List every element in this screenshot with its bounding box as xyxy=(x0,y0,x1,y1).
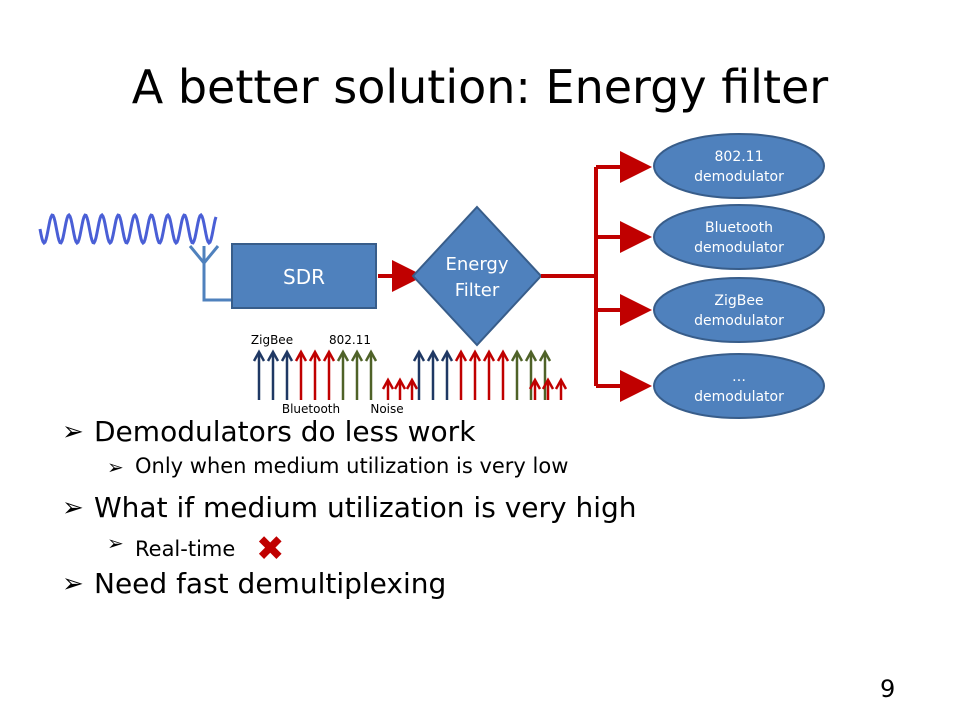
spectrum-arrow xyxy=(468,349,482,400)
demod-label: demodulator xyxy=(694,313,784,329)
spectrum-arrow xyxy=(393,377,407,400)
spectrum-arrow xyxy=(280,349,294,400)
sdr-label: SDR xyxy=(283,265,325,289)
bullet-text: Only when medium utilization is very low xyxy=(135,454,569,478)
signal-wave xyxy=(38,212,218,246)
bullet-arrow-icon: ➢ xyxy=(62,493,84,523)
bullet-item: ➢ Demodulators do less work xyxy=(62,418,762,456)
fanout-connector xyxy=(541,167,598,386)
demod-label: demodulator xyxy=(694,169,784,185)
spectrum-label-zigbee: ZigBee xyxy=(251,333,293,347)
spectrum-arrow xyxy=(510,349,524,400)
bullet-item: ➢ Only when medium utilization is very l… xyxy=(107,456,762,494)
bullet-text: What if medium utilization is very high xyxy=(94,491,637,524)
spectrum-arrow xyxy=(541,377,555,400)
bullet-text: Demodulators do less work xyxy=(94,415,476,448)
spectrum-arrow xyxy=(554,377,568,400)
spectrum-arrow xyxy=(381,377,395,400)
bullet-text: Real-time xyxy=(135,537,236,561)
demod-label: Bluetooth xyxy=(705,220,773,236)
filter-label-line2: Filter xyxy=(455,280,500,301)
demod-label: … xyxy=(732,369,746,385)
spectrum-arrow xyxy=(412,349,426,400)
demodulator-bluetooth: Bluetooth demodulator xyxy=(653,204,825,270)
demodulator-80211: 802.11 demodulator xyxy=(653,133,825,199)
spectrum-arrow xyxy=(454,349,468,400)
bullet-list: ➢ Demodulators do less work ➢ Only when … xyxy=(62,418,762,608)
bullet-text: Need fast demultiplexing xyxy=(94,567,447,600)
spectrum-arrow xyxy=(336,349,350,400)
energy-filter-diamond xyxy=(411,205,543,347)
demod-label: 802.11 xyxy=(715,149,764,165)
spectrum-arrow xyxy=(482,349,496,400)
spectrum-arrow xyxy=(294,349,308,400)
spectrum-arrows-mixed xyxy=(252,349,419,400)
spectrum-arrow xyxy=(266,349,280,400)
spectrum-label-bluetooth: Bluetooth xyxy=(282,402,340,416)
demod-label: ZigBee xyxy=(714,293,763,309)
antenna-icon xyxy=(188,245,232,302)
spectrum-arrow xyxy=(252,349,266,400)
bullet-arrow-icon: ➢ xyxy=(107,531,124,555)
slide-title: A better solution: Energy filter xyxy=(131,60,829,114)
demod-label: demodulator xyxy=(694,240,784,256)
spectrum-arrow xyxy=(496,349,510,400)
spectrum-arrow xyxy=(426,349,440,400)
demod-label: demodulator xyxy=(694,389,784,405)
demodulator-zigbee: ZigBee demodulator xyxy=(653,277,825,343)
spectrum-arrows-sorted xyxy=(412,349,568,400)
page-number: 9 xyxy=(880,675,896,703)
filter-label-line1: Energy xyxy=(445,254,508,275)
bullet-item: ➢ What if medium utilization is very hig… xyxy=(62,494,762,532)
sdr-box xyxy=(231,243,377,309)
spectrum-arrow xyxy=(322,349,336,400)
bullet-item: ➢ Real-time ✖ xyxy=(107,532,762,570)
spectrum-arrow xyxy=(538,349,552,400)
spectrum-label-noise: Noise xyxy=(370,402,403,416)
spectrum-arrow xyxy=(308,349,322,400)
bullet-arrow-icon: ➢ xyxy=(62,569,84,599)
spectrum-arrow xyxy=(364,349,378,400)
spectrum-arrow xyxy=(405,377,419,400)
spectrum-arrow xyxy=(440,349,454,400)
demodulator-other: … demodulator xyxy=(653,353,825,419)
bullet-item: ➢ Need fast demultiplexing xyxy=(62,570,762,608)
cross-mark-icon: ✖ xyxy=(255,529,285,569)
spectrum-arrow xyxy=(524,349,538,400)
bullet-arrow-icon: ➢ xyxy=(107,455,124,479)
spectrum-arrow xyxy=(528,377,542,400)
spectrum-label-80211: 802.11 xyxy=(329,333,371,347)
bullet-arrow-icon: ➢ xyxy=(62,417,84,447)
spectrum-arrow xyxy=(350,349,364,400)
